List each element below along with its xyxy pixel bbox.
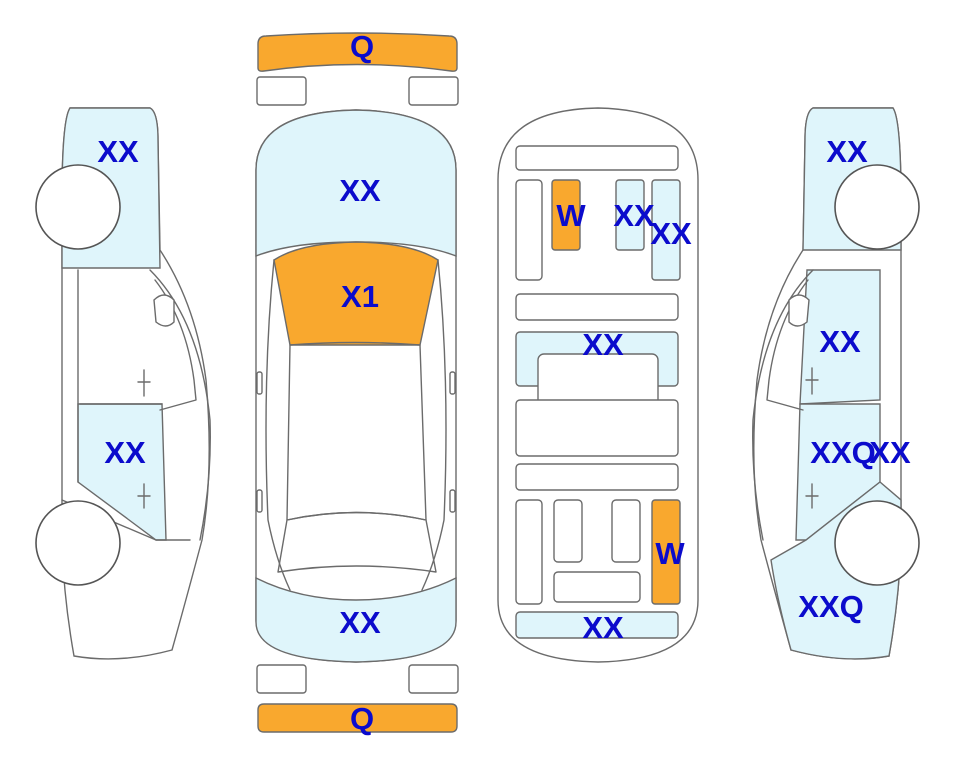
left-mirror-shape: [153, 294, 175, 327]
left-handle: [256, 489, 263, 513]
front-right-headlight: [408, 76, 459, 106]
underbody-front-b-panel[interactable]: [651, 179, 681, 281]
label-left-rear-door: XX: [104, 435, 146, 470]
underbody-rear-left-rail: [515, 499, 543, 605]
underbody-rear-crossmember: [515, 463, 679, 491]
underbody-rear-panel[interactable]: [515, 611, 679, 639]
right-front-door-panel[interactable]: [799, 269, 881, 405]
label-underbody-front-member: W: [556, 198, 586, 233]
label-right-rear-door-b: XX: [869, 435, 911, 470]
label-front-bumper: Q: [350, 29, 374, 64]
label-right-quarter-panel: XXQ: [798, 589, 863, 624]
right-handle-front: [805, 367, 819, 395]
right-pillar: [752, 269, 814, 541]
rear-window-outline: [277, 511, 437, 573]
top-view-car: [255, 32, 459, 733]
right-window-outline: [766, 279, 809, 411]
label-underbody-front-a: XX: [613, 198, 655, 233]
underbody-rear-tank-b: [611, 499, 641, 563]
left-handle-rear: [137, 483, 151, 509]
label-left-front-fender: XX: [97, 134, 139, 169]
label-right-front-door: XX: [819, 324, 861, 359]
underbody-front-crossmember: [515, 145, 679, 171]
left-handle-front: [137, 369, 151, 397]
underbody-rear-member-panel[interactable]: [651, 499, 681, 605]
rear-left-taillight: [256, 664, 307, 694]
underbody-floor-rear: [515, 399, 679, 457]
label-hood: XX: [339, 173, 381, 208]
right-rear-tire: [834, 500, 920, 586]
underbody-mid-crossmember: [515, 293, 679, 321]
left-front-tire: [35, 164, 121, 250]
label-underbody-rear-member: W: [655, 536, 685, 571]
underbody-rear-box: [553, 571, 641, 603]
label-windshield: X1: [341, 279, 379, 314]
right-mirror: [449, 371, 456, 395]
underbody-left-rail: [515, 179, 543, 281]
rear-bumper-panel[interactable]: [257, 703, 458, 733]
right-front-tire: [834, 164, 920, 250]
right-handle-rear: [805, 483, 819, 509]
label-underbody-front-b: XX: [650, 216, 692, 251]
label-underbody-rear: XX: [582, 610, 624, 645]
right-side-view-car: [752, 107, 920, 660]
underbody-view: [497, 107, 699, 663]
left-pillar: [149, 269, 211, 541]
top-left-pillar-line: [265, 259, 291, 591]
front-bumper-panel[interactable]: [257, 32, 458, 72]
right-mirror-shape: [788, 294, 810, 327]
right-handle: [449, 489, 456, 513]
front-left-headlight: [256, 76, 307, 106]
underbody-rear-tank-a: [553, 499, 583, 563]
windshield-panel[interactable]: [273, 241, 439, 346]
left-side-view-car: [35, 107, 211, 660]
label-underbody-floor: XX: [582, 327, 624, 362]
label-roof-rear: XX: [339, 605, 381, 640]
damage-labels: Q XX X1 XX Q XX XX W XX XX XX W XX XX XX…: [97, 29, 911, 736]
label-right-rear-door-a: XXQ: [810, 435, 875, 470]
rear-right-taillight: [408, 664, 459, 694]
hood-panel[interactable]: [255, 109, 457, 258]
label-right-front-fender: XX: [826, 134, 868, 169]
left-window-outline: [154, 279, 197, 411]
roof-rear-panel[interactable]: [255, 576, 457, 663]
underbody-front-member-panel[interactable]: [551, 179, 581, 251]
left-rear-tire: [35, 500, 121, 586]
left-mirror: [256, 371, 263, 395]
underbody-front-a-panel[interactable]: [615, 179, 645, 251]
label-rear-bumper: Q: [350, 701, 374, 736]
